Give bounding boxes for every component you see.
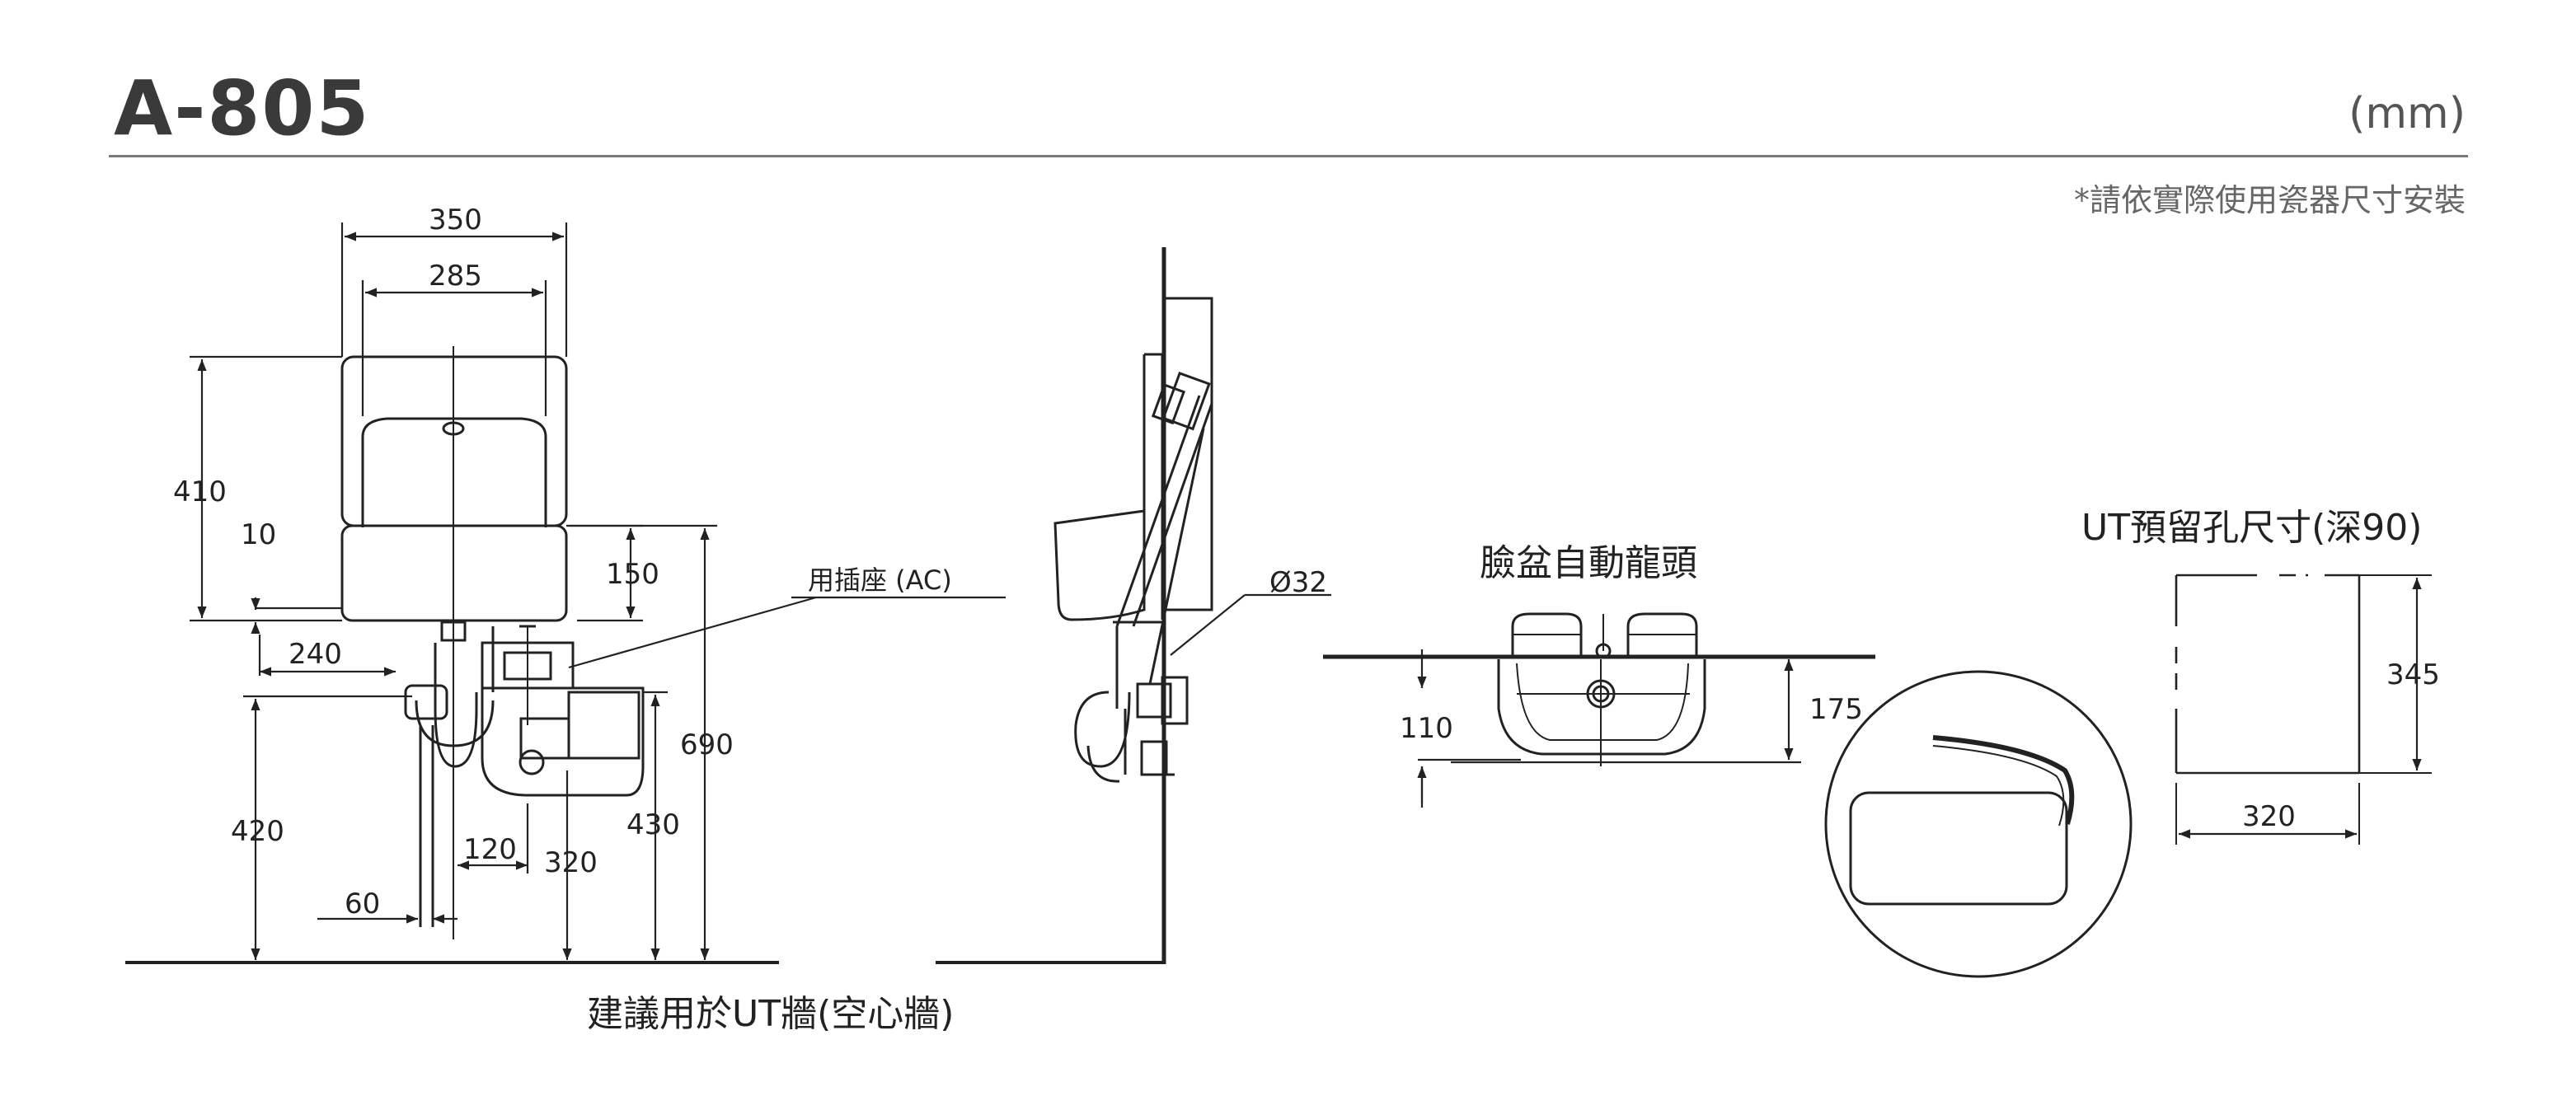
side-dimensions <box>1170 593 1331 656</box>
basin-dimensions <box>1417 649 1801 808</box>
dim-height-690: 690 <box>680 728 734 761</box>
socket-label: 用插座 (AC) <box>808 564 952 596</box>
dim-width-inner: 285 <box>429 260 482 293</box>
installation-note: *請依實際使用瓷器尺寸安裝 <box>2073 182 2466 218</box>
dim-depth-150: 150 <box>606 558 659 591</box>
front-view <box>125 346 779 964</box>
front-dimension-labels: 350 285 410 10 240 150 690 430 420 120 3… <box>173 204 954 1035</box>
socket-detail <box>1824 670 2133 978</box>
ut-hole-title: UT預留孔尺寸(深90) <box>2081 507 2422 549</box>
dim-offset-240: 240 <box>289 638 342 671</box>
dim-small-10: 10 <box>241 518 276 551</box>
dim-ut-width: 320 <box>2242 800 2296 833</box>
dim-pipe-diameter: Ø32 <box>1269 566 1327 599</box>
dim-basin-110: 110 <box>1400 712 1453 745</box>
dim-width-outer: 350 <box>429 204 482 237</box>
dim-offset-120: 120 <box>463 833 517 866</box>
basin-view-title: 臉盆自動龍頭 <box>1480 542 1697 584</box>
front-view-caption: 建議用於UT牆(空心牆) <box>587 993 954 1035</box>
dim-offset-320: 320 <box>544 846 598 879</box>
model-title: A-805 <box>114 64 371 152</box>
dim-offset-60: 60 <box>345 888 380 920</box>
ut-hole <box>2175 574 2432 845</box>
dim-height-430: 430 <box>626 808 680 841</box>
side-view <box>936 247 1213 964</box>
header-divider <box>109 155 2468 157</box>
dim-height-420: 420 <box>231 815 284 848</box>
basin-view <box>1323 612 1875 766</box>
unit-label: (mm) <box>2348 89 2466 138</box>
dim-height-total: 410 <box>173 475 227 508</box>
dim-basin-175: 175 <box>1809 693 1863 726</box>
dim-ut-height: 345 <box>2386 658 2440 691</box>
front-dimensions <box>190 222 1006 960</box>
